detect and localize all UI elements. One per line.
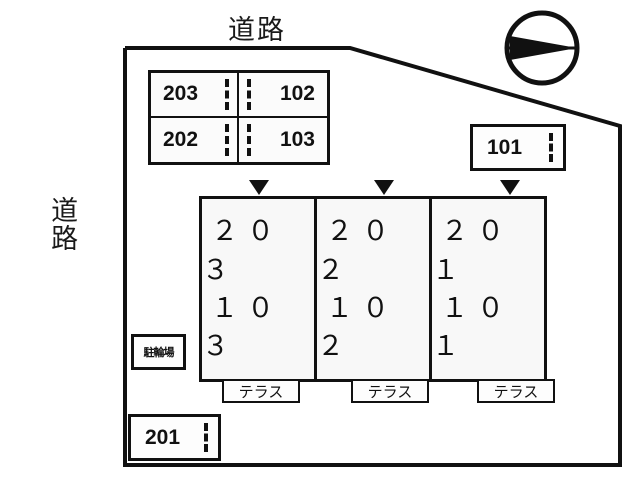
road-label-top: 道路 <box>228 15 286 46</box>
terrace-label: テラス <box>367 382 413 401</box>
unit-number-upper: ２０１ <box>432 216 513 285</box>
entrance-arrow-icon-unit-3 <box>500 180 520 195</box>
building-unit-201-101[interactable]: ２０１ １０１ <box>429 199 544 379</box>
unit-number-upper: ２０３ <box>202 216 283 285</box>
building-block: ２０３ １０３ ２０２ １０２ ２０１ １０１ <box>199 196 547 382</box>
dashed-divider-icon <box>247 123 251 156</box>
parking-stall-102[interactable]: 102 <box>239 73 327 118</box>
bicycle-parking-label: 駐輪場 <box>143 346 175 359</box>
unit-number-upper: ２０２ <box>317 216 398 285</box>
unit-number-lower: １０２ <box>317 293 398 362</box>
road-label-left: 道路 <box>46 196 78 252</box>
parking-stall-label: 103 <box>279 127 315 151</box>
dashed-divider-icon <box>549 132 553 163</box>
dashed-divider-icon <box>204 422 208 453</box>
terrace-label: テラス <box>238 382 284 401</box>
parking-stall-101[interactable]: 101 <box>470 124 566 171</box>
compass-arrow-icon <box>502 8 582 88</box>
parking-stall-103[interactable]: 103 <box>239 118 327 163</box>
terrace-label: テラス <box>493 382 539 401</box>
terrace-unit-3: テラス <box>477 379 555 403</box>
bicycle-parking-box[interactable]: 駐輪場 <box>131 334 186 370</box>
parking-stall-label: 102 <box>279 82 315 106</box>
terrace-unit-1: テラス <box>222 379 300 403</box>
unit-number-lower: １０１ <box>432 293 513 362</box>
parking-stall-label: 101 <box>487 135 523 159</box>
parking-stall-label: 201 <box>145 425 181 449</box>
terrace-unit-2: テラス <box>351 379 429 403</box>
parking-stall-label: 202 <box>163 127 199 151</box>
parking-stall-203[interactable]: 203 <box>151 73 239 118</box>
dashed-divider-icon <box>225 123 229 156</box>
dashed-divider-icon <box>247 78 251 110</box>
parking-stall-grid: 203 102 202 103 <box>148 70 330 165</box>
building-unit-202-102[interactable]: ２０２ １０２ <box>314 199 429 379</box>
entrance-arrow-icon-unit-2 <box>374 180 394 195</box>
unit-number-lower: １０３ <box>202 293 283 362</box>
parking-stall-label: 203 <box>163 82 199 106</box>
entrance-arrow-icon-unit-1 <box>249 180 269 195</box>
building-unit-203-103[interactable]: ２０３ １０３ <box>202 199 314 379</box>
parking-stall-201[interactable]: 201 <box>128 414 221 461</box>
dashed-divider-icon <box>225 78 229 110</box>
parking-stall-202[interactable]: 202 <box>151 117 239 162</box>
